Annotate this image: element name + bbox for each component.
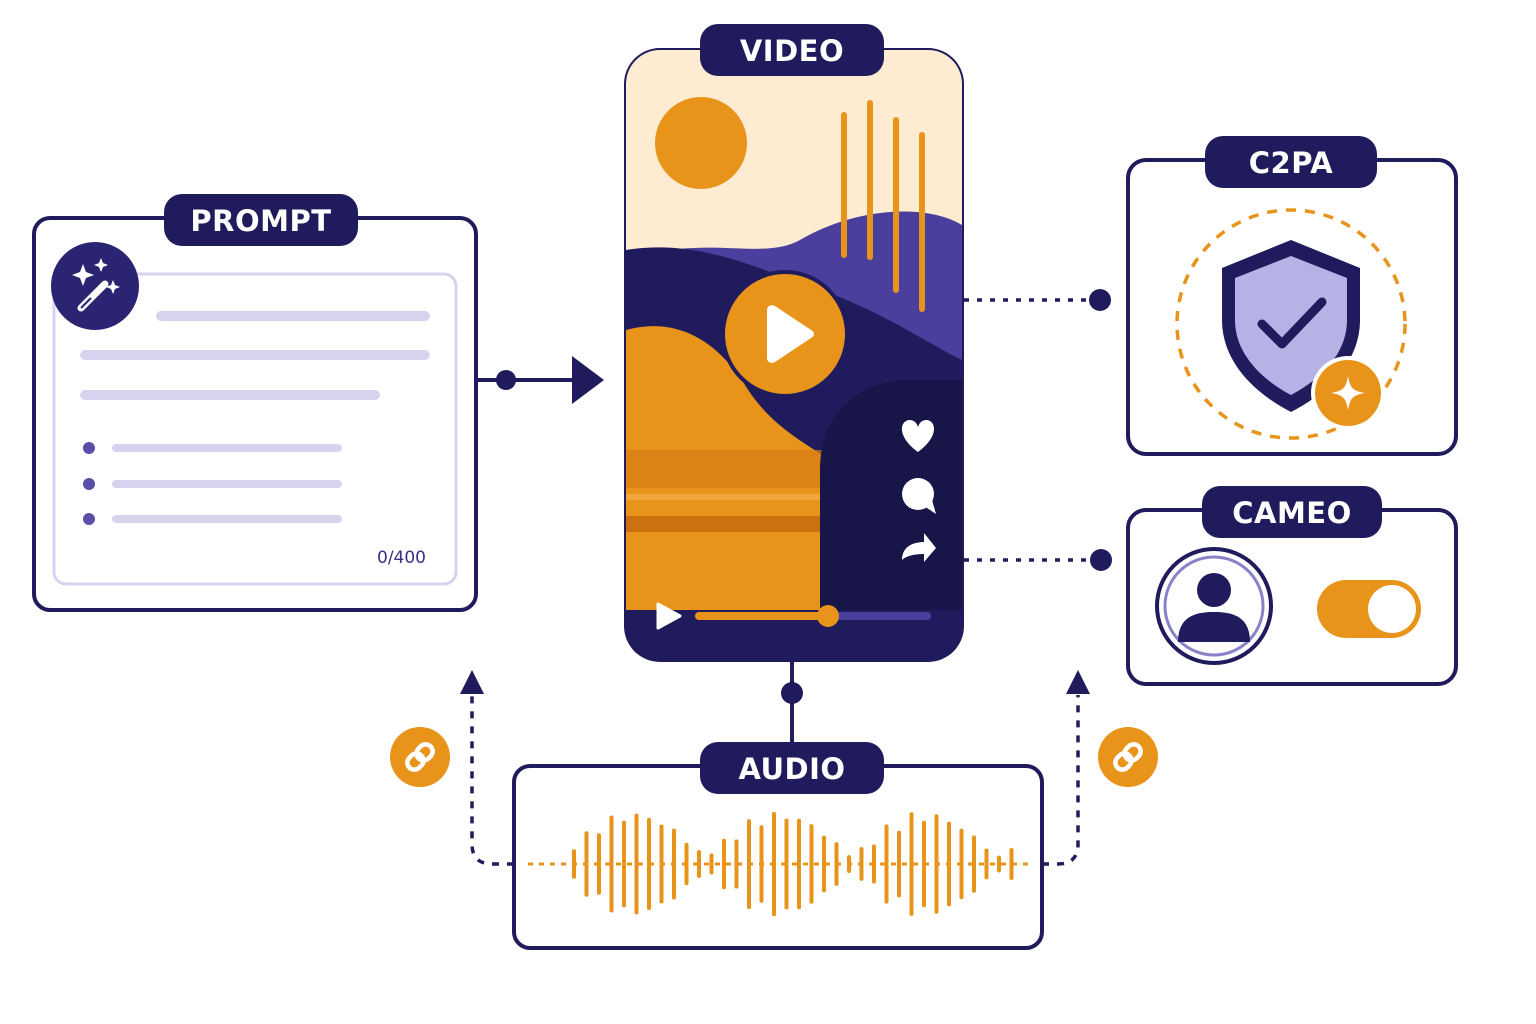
cameo-card: CAMEO	[1126, 486, 1458, 686]
waveform-bar	[722, 838, 726, 890]
cameo-label: CAMEO	[1202, 486, 1382, 538]
video-to-audio-connector	[781, 662, 803, 742]
waveform-bar	[922, 820, 926, 908]
waveform-bar	[597, 833, 601, 895]
waveform-bar	[997, 855, 1001, 873]
waveform-bar	[897, 830, 901, 898]
prompt-label: PROMPT	[164, 194, 358, 246]
progress-fill	[695, 612, 828, 620]
waveform-bar	[872, 844, 876, 884]
prompt-text-lines	[80, 311, 430, 400]
waveform-bar	[584, 831, 589, 897]
waveform-bar	[684, 842, 689, 886]
share-icon[interactable]	[902, 533, 936, 562]
waveform-bar	[759, 825, 764, 903]
waveform-bar	[847, 855, 851, 873]
cameo-toggle[interactable]	[1317, 580, 1421, 638]
waveform-icon	[572, 811, 1014, 917]
waveform-bar	[959, 828, 964, 900]
svg-text:C2PA: C2PA	[1249, 146, 1334, 180]
waveform-bar	[972, 835, 976, 893]
audio-to-cameo-dashed-arrow	[1042, 670, 1090, 866]
video-phone: VIDEO	[624, 24, 964, 662]
waveform-bar	[572, 849, 576, 879]
progress-knob[interactable]	[817, 605, 839, 627]
waveform-bar	[909, 812, 914, 916]
comment-icon[interactable]	[902, 478, 936, 514]
video-to-cameo-connector	[964, 549, 1112, 571]
magic-wand-icon	[51, 242, 139, 330]
c2pa-card: C2PA	[1126, 136, 1458, 456]
audio-card: AUDIO	[512, 742, 1044, 950]
waveform-bar	[772, 811, 776, 917]
video-controls	[656, 602, 931, 630]
link-icon	[1098, 727, 1158, 787]
svg-text:CAMEO: CAMEO	[1232, 496, 1352, 530]
svg-text:VIDEO: VIDEO	[740, 34, 844, 68]
play-button[interactable]	[721, 270, 849, 398]
link-icon	[390, 727, 450, 787]
waveform-bar	[659, 824, 664, 904]
video-label: VIDEO	[700, 24, 884, 76]
heart-icon[interactable]	[901, 420, 935, 452]
small-play-icon[interactable]	[656, 602, 682, 630]
audio-label: AUDIO	[700, 742, 884, 794]
waveform-bar	[859, 847, 864, 881]
waveform-bar	[934, 814, 939, 914]
prompt-to-video-arrow	[478, 356, 604, 404]
orange-sticks	[841, 100, 925, 312]
waveform-bar	[747, 819, 751, 909]
connectors	[390, 289, 1158, 866]
video-screen	[626, 50, 962, 611]
sun-shape	[655, 97, 747, 189]
waveform-bar	[797, 818, 801, 910]
waveform-bar	[809, 824, 814, 904]
waveform-bar	[609, 815, 614, 913]
audio-to-prompt-dashed-arrow	[460, 670, 514, 866]
waveform-bar	[784, 818, 789, 910]
waveform-bar	[622, 820, 626, 908]
sparkle-badge-icon	[1311, 356, 1385, 430]
waveform-bar	[884, 824, 889, 904]
waveform-bar	[1009, 848, 1014, 880]
waveform-bar	[984, 848, 989, 880]
dashed-ring	[1175, 208, 1407, 440]
prompt-bullet-list	[83, 442, 342, 525]
waveform-bar	[822, 835, 826, 893]
waveform-bar	[947, 821, 951, 907]
waveform-bar	[672, 828, 676, 900]
video-to-c2pa-connector	[964, 289, 1111, 311]
c2pa-label: C2PA	[1205, 136, 1377, 188]
waveform-bar	[634, 813, 639, 915]
waveform-bar	[647, 817, 651, 910]
char-counter: 0/400	[377, 548, 426, 568]
waveform-bar	[709, 853, 714, 875]
svg-text:AUDIO: AUDIO	[738, 752, 845, 786]
svg-text:PROMPT: PROMPT	[190, 204, 331, 238]
waveform-bar	[834, 842, 839, 886]
user-avatar-icon	[1155, 547, 1273, 665]
prompt-card: 0/400 PROMPT	[32, 194, 478, 612]
waveform-bar	[734, 839, 739, 889]
waveform-bar	[697, 850, 701, 878]
